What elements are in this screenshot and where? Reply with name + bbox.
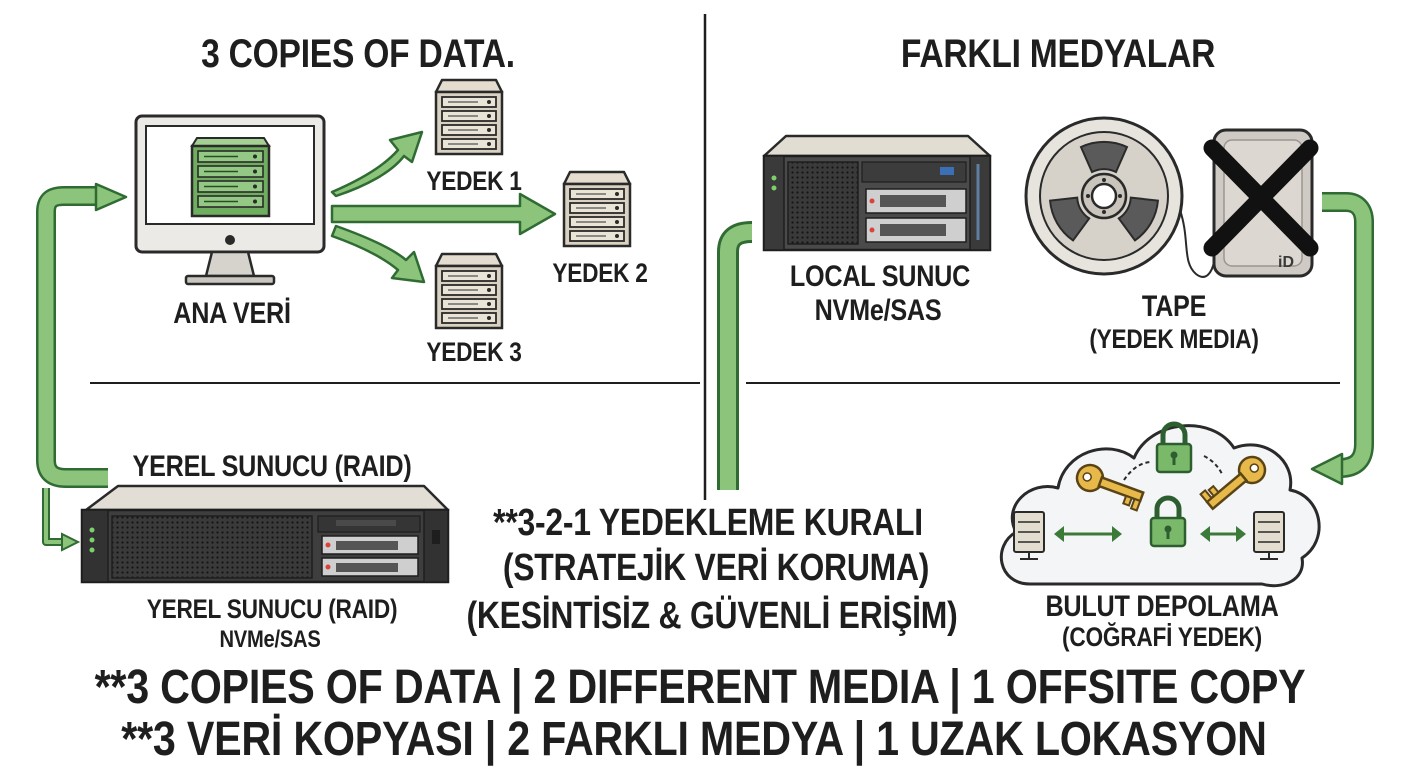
raid-server-header: YEREL SUNUCU (RAID) [132,450,412,483]
tape-label-line1: TAPE [1141,290,1207,323]
tape-reel-icon [1024,116,1215,278]
local-rack-server-icon [762,134,992,252]
rule-subtitle: (STRATEJİK VERİ KORUMA) [502,547,930,589]
backup-2-server-icon [562,170,632,248]
arrow-loop-left [36,182,128,552]
local-server-label-line2: NVMe/SAS [814,294,942,327]
cloud-sync-arrows [1054,455,1246,542]
arrow-center-up [717,221,753,490]
raid-server-caption-line2: NVMe/SAS [219,626,321,653]
drive-logo-text: iD [1278,254,1294,271]
arrow-main-to-yedek1 [330,130,424,198]
cloud-storage-sublabel: (COĞRAFİ YEDEK) [1062,622,1262,652]
media-section-title: FARKLI MEDYALAR [900,32,1216,76]
primary-data-server-icon [190,137,271,218]
arrow-main-to-yedek2 [330,192,557,236]
backup-1-server-icon [434,78,504,156]
cross-mark-icon [1203,139,1319,257]
copies-section-title: 3 COPIES OF DATA. [201,32,515,76]
backup-2-label: YEDEK 2 [552,258,648,288]
local-server-label-line1: LOCAL SUNUC [789,260,971,293]
cloud-server-left-icon [1013,511,1045,560]
rule-title: **3-2-1 YEDEKLEME KURALI [493,502,923,544]
backup-3-label: YEDEK 3 [426,337,522,367]
rule-tagline: (KESİNTİSİZ & GÜVENLİ ERİŞİM) [466,595,958,637]
primary-data-label: ANA VERİ [173,297,291,330]
raid-server-caption-line1: YEREL SUNUCU (RAID) [146,594,398,624]
arrow-main-to-yedek3 [330,224,426,284]
backup-1-label: YEDEK 1 [426,166,522,196]
tape-label-line2: (YEDEK MEDIA) [1089,324,1259,354]
footer-turkish-summary: **3 VERİ KOPYASI | 2 FARKLI MEDYA | 1 UZ… [121,713,1267,766]
raid-rack-server-icon [80,484,450,584]
footer-english-summary: **3 COPIES OF DATA | 2 DIFFERENT MEDIA |… [94,661,1306,714]
cloud-server-right-icon [1253,511,1285,560]
backup-3-server-icon [434,252,504,330]
cloud-storage-label: BULUT DEPOLAMA [1045,590,1279,623]
arrow-right-down-to-cloud [1310,192,1374,486]
